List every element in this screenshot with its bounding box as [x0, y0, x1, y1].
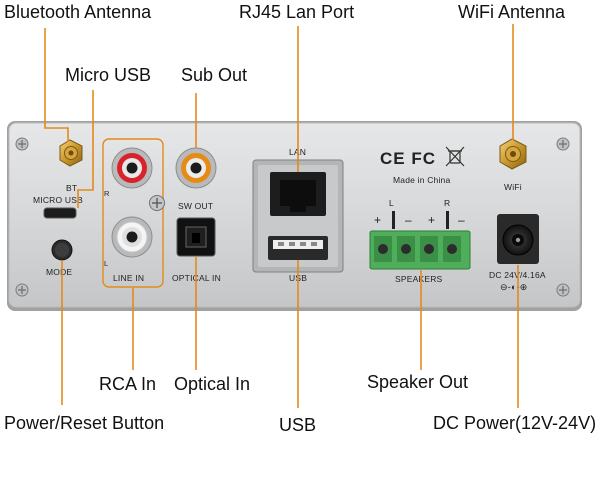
optical-in-port-icon [176, 217, 216, 257]
ce-fc-mark: CE FC [380, 149, 436, 168]
micro-usb-port-icon [43, 207, 77, 219]
made-in-label: Made in China [393, 175, 451, 185]
speaker-minus-1: – [405, 213, 412, 227]
speakers-label: SPEAKERS [395, 274, 443, 284]
dc-jack-icon [497, 214, 539, 264]
callout-bluetooth-antenna: Bluetooth Antenna [4, 2, 152, 22]
bt-label: BT [66, 183, 78, 193]
sub-out-jack-icon [175, 147, 217, 189]
wifi-label: WiFi [504, 182, 522, 192]
speaker-terminal-icon [369, 230, 471, 270]
speaker-l-label: L [389, 198, 394, 208]
callout-rj45-lan-port: RJ45 Lan Port [239, 2, 355, 22]
rca-r-label: R [104, 189, 110, 198]
line-in-label: LINE IN [113, 273, 145, 283]
dc-rating-label: DC 24V/4.16A [489, 270, 546, 280]
rca-right-jack-icon [111, 147, 153, 189]
callout-power-reset-button: Power/Reset Button [4, 413, 165, 433]
speaker-minus-2: – [458, 213, 465, 227]
lan-label: LAN [289, 147, 307, 157]
usb-panel-label: USB [289, 273, 308, 283]
speaker-plus-1: + [374, 213, 382, 227]
callout-dc-power: DC Power(12V-24V) [433, 413, 597, 433]
rj45-port-icon [270, 172, 326, 216]
callout-usb: USB [279, 415, 317, 435]
callout-rca-in: RCA In [99, 374, 157, 394]
callout-optical-in: Optical In [174, 374, 251, 394]
callout-sub-out: Sub Out [181, 65, 248, 85]
callout-micro-usb: Micro USB [65, 65, 152, 85]
speaker-r-label: R [444, 198, 451, 208]
dc-polarity-label: ⊖-◐-⊕ [500, 282, 528, 292]
bt-antenna-connector-icon [59, 139, 83, 167]
micro-usb-label: MICRO USB [33, 195, 83, 205]
mode-button-icon [51, 239, 73, 261]
mode-label: MODE [46, 267, 73, 277]
sw-out-label: SW OUT [178, 201, 214, 211]
ground-screw-icon [149, 195, 165, 211]
weee-bin-icon [445, 146, 465, 167]
rca-l-label: L [104, 259, 109, 268]
callout-speaker-out: Speaker Out [367, 372, 469, 392]
wifi-antenna-connector-icon [499, 138, 527, 170]
callout-wifi-antenna: WiFi Antenna [458, 2, 566, 22]
usb-port-icon [268, 236, 328, 260]
rca-left-jack-icon [111, 216, 153, 258]
speaker-plus-2: + [428, 213, 436, 227]
rca-group-outline [102, 138, 164, 288]
optical-in-label: OPTICAL IN [172, 273, 221, 283]
